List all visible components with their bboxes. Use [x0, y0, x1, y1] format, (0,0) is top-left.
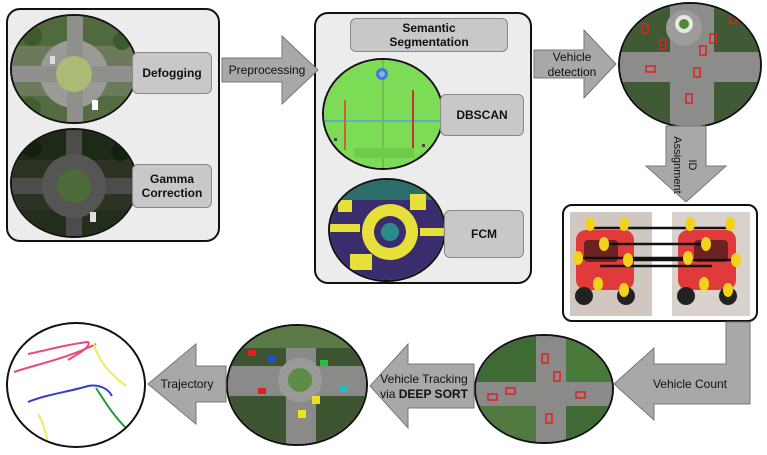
trajectory-image [6, 322, 146, 448]
vehicle-detection-line2: detection [547, 65, 597, 79]
semantic-line1: Semantic [402, 21, 456, 35]
car-frame-right [672, 212, 750, 316]
defog-image [10, 14, 138, 124]
vehicle-detection-text: Vehicle detection [536, 50, 608, 80]
vehicle-count-image [474, 334, 614, 444]
roundabout-aerial-1 [12, 16, 136, 122]
semantic-line2: Segmentation [389, 35, 469, 49]
arrow-vehicle-detection [533, 28, 617, 100]
dbscan-image [322, 58, 444, 170]
dbscan-label: DBSCAN [440, 94, 524, 136]
fcm-label: FCM [444, 210, 524, 258]
detection-aerial [620, 4, 760, 126]
tracking-aerial [228, 326, 366, 444]
semantic-segmentation-label: Semantic Segmentation [350, 18, 508, 52]
arrow-vehicle-count [613, 321, 751, 422]
vehicle-tracking-via: via [380, 387, 399, 401]
vehicle-count-text: Vehicle Count [652, 377, 728, 391]
vehicle-tracking-text: Vehicle Tracking via DEEP SORT [374, 372, 474, 402]
trajectory-plot [13, 340, 127, 445]
trajectory-text: Trajectory [160, 377, 214, 391]
arrow-vehicle-tracking [369, 342, 475, 430]
deep-sort-label: DEEP SORT [398, 387, 468, 401]
id-assignment-line2: Assignment [671, 136, 683, 194]
gamma-correction-label: Gamma Correction [132, 164, 212, 208]
vehicle-detection-line1: Vehicle [552, 50, 592, 64]
dbscan-segmentation-map [324, 60, 442, 168]
count-aerial [476, 336, 612, 442]
gamma-line1: Gamma [149, 172, 195, 186]
arrow-trajectory [147, 342, 227, 426]
vehicle-detection-image [618, 2, 762, 128]
vehicle-tracking-line2: via DEEP SORT [374, 387, 474, 402]
roundabout-aerial-2 [12, 130, 136, 236]
id-assignment-line1: ID [686, 159, 698, 171]
gamma-image [10, 128, 138, 238]
defogging-label: Defogging [132, 52, 212, 94]
preprocessing-text: Preprocessing [228, 63, 306, 77]
vehicle-tracking-line1: Vehicle Tracking [380, 372, 468, 386]
gamma-line2: Correction [141, 186, 203, 200]
arrow-preprocessing [221, 34, 319, 106]
arrow-id-assignment [644, 125, 728, 203]
tracking-image [226, 324, 368, 446]
fcm-image [328, 178, 446, 282]
id-assignment-text: ID Assignment [669, 125, 699, 205]
fcm-segmentation-map [330, 180, 444, 280]
